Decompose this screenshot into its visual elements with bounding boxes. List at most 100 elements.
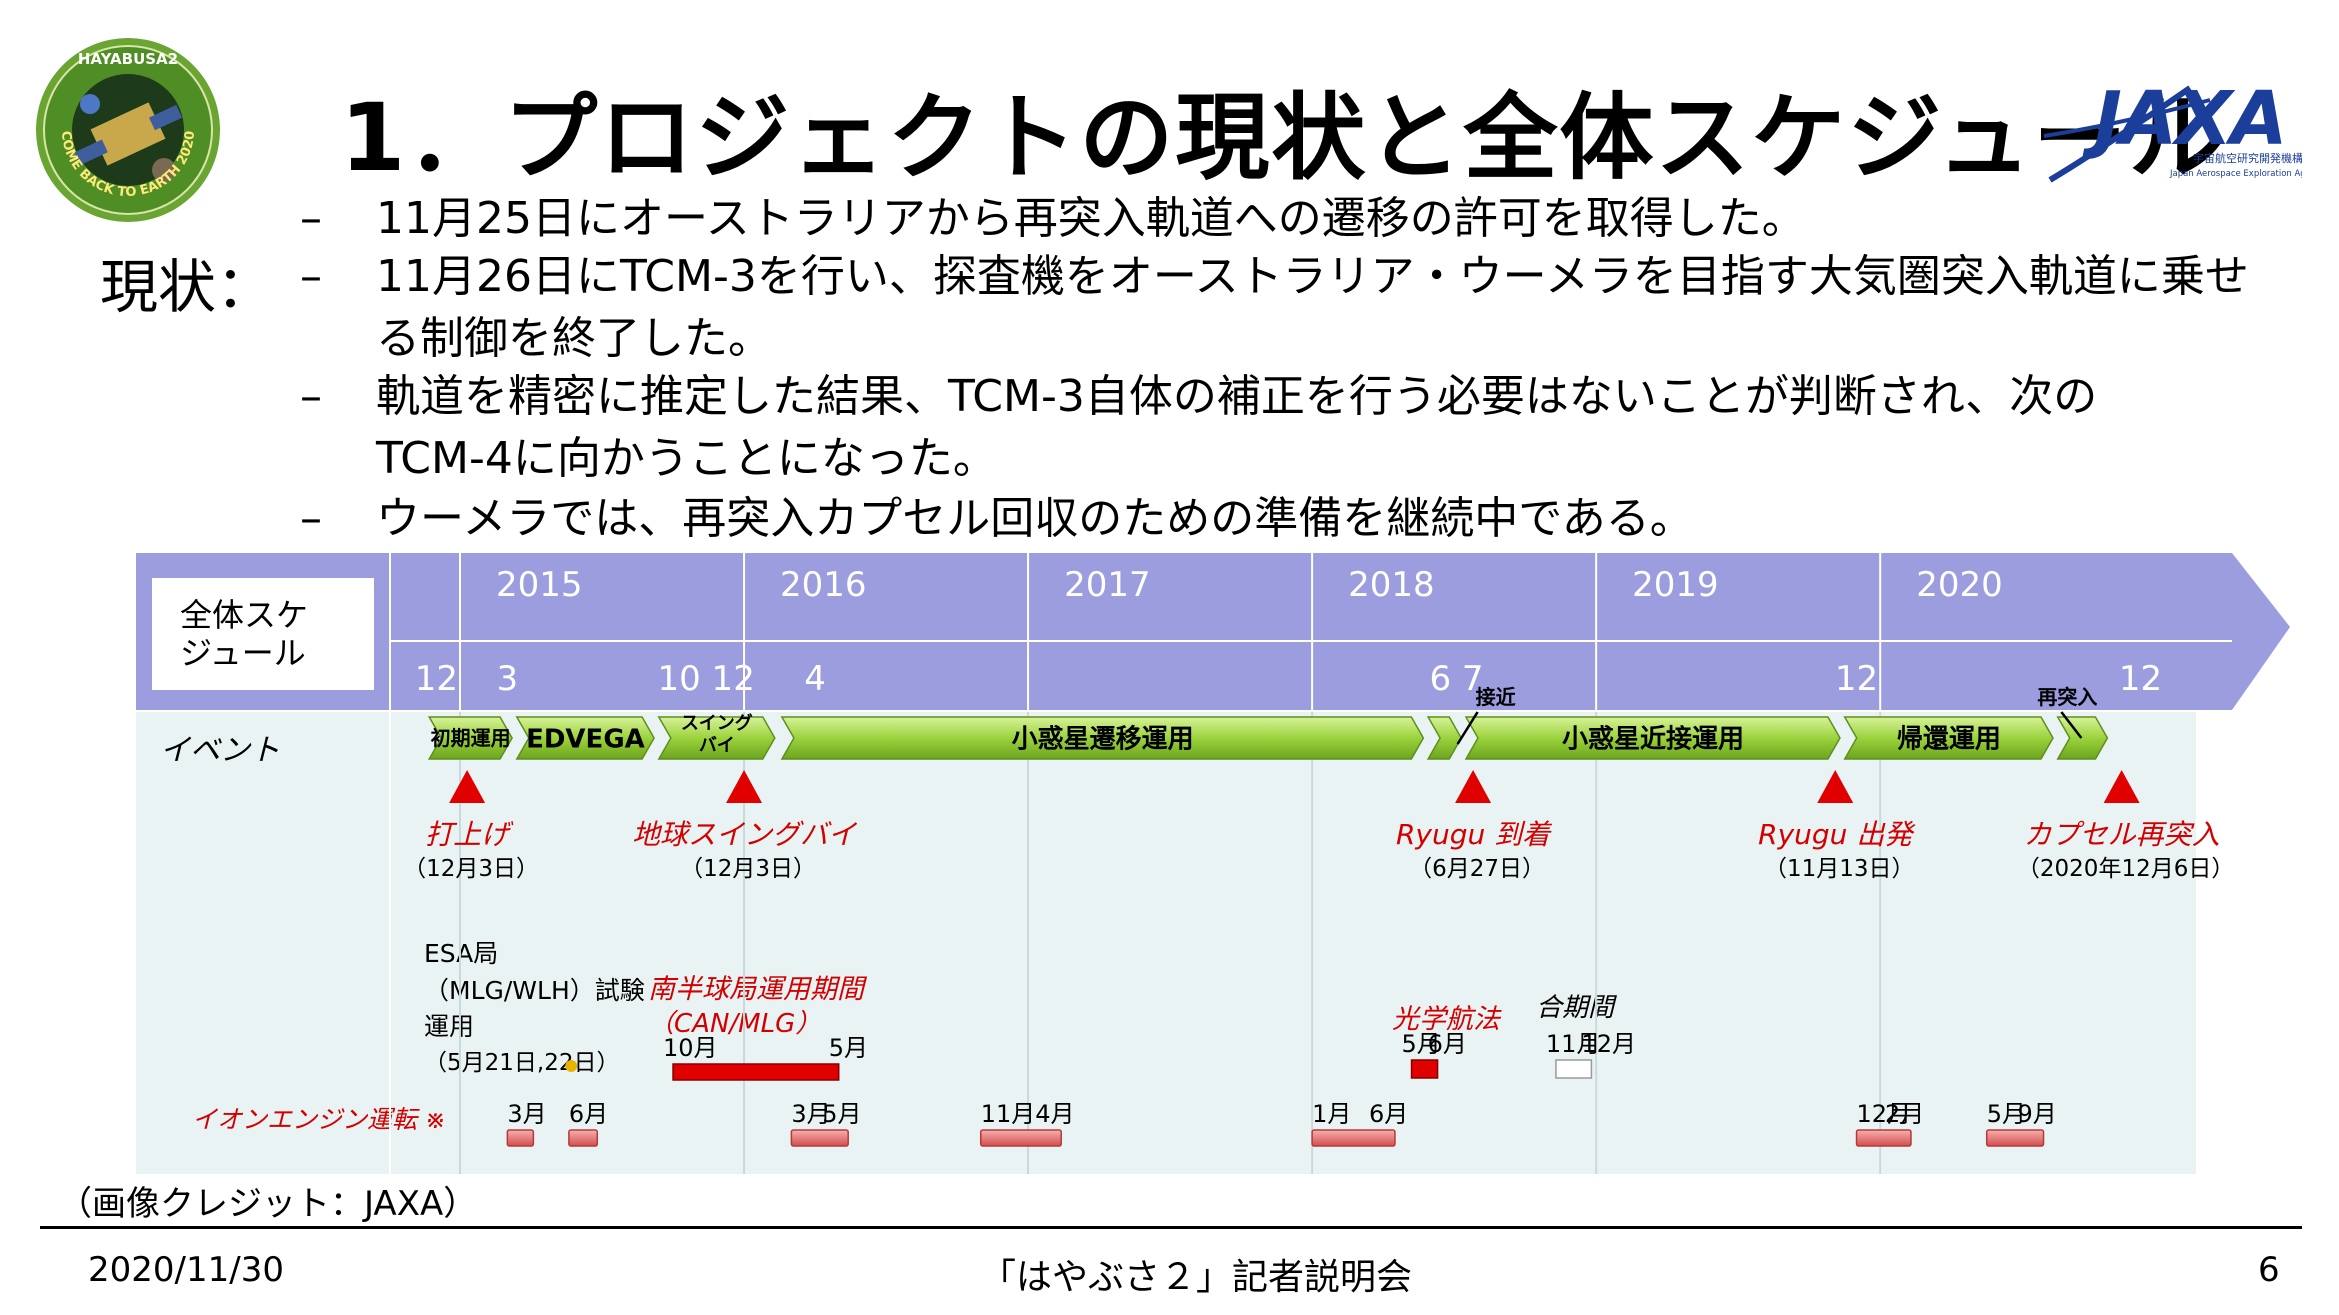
milestone-date: （6月27日） [1409,856,1545,882]
ion-bar-end-label: 2月 [1885,1100,1924,1128]
esa-line-1b: ESA局 [424,939,498,968]
footer-date: 2020/11/30 [88,1250,284,1290]
phase-label: バイ [699,735,735,756]
events-label: イベント [160,733,280,768]
month-tick-label: 12 [1835,659,1878,699]
milestone-triangle [726,770,763,803]
milestone-triangle [1817,770,1854,803]
optical-navigation-bar-end-label: 6月 [1428,1030,1467,1058]
year-label: 2016 [780,565,867,605]
south-hemisphere-period-bar-start-label: 10月 [663,1034,718,1062]
ion-bar-start-label: 6月 [569,1100,608,1128]
ion-engine-bar [568,1129,599,1147]
milestone-date: （2020年12月6日） [2017,856,2234,882]
milestone-name: Ryugu 到着 [1396,818,1552,851]
phase-bar [1464,716,1841,760]
ion-engine-bar [1985,1129,2045,1147]
year-label: 2018 [1348,565,1435,605]
milestone-name: カプセル再突入 [2024,818,2220,851]
jaxa-logo: JAXA 宇宙航空研究開発機構 Japan Aerospace Explorat… [2043,76,2302,183]
month-tick-label: 6 7 [1429,659,1483,699]
milestone-name: 地球スイングバイ [632,818,858,851]
phase-label: EDVEGA [526,724,645,754]
ion-bar-start-label: 1月 [1312,1100,1351,1128]
south-title-2: （CAN/MLG） [648,1009,821,1039]
footer-event-title: 「はやぶさ２」記者説明会 [980,1257,1413,1298]
conjunction-period-bar-start-label: 11月 [1546,1030,1601,1058]
phase-label: スイング [681,712,753,734]
image-credit: （画像クレジット：JAXA） [58,1184,478,1224]
south-hemisphere-period-bar [672,1063,840,1081]
jaxa-wordmark: JAXA [2081,76,2285,162]
conjunction-period-bar-end-label: 12月 [1581,1030,1636,1058]
phase-bar [780,716,1425,760]
phase-label: 初期運用 [431,726,511,750]
bullet-text: ウーメラでは、再突入カプセル回収のための準備を継続中である。 [376,493,1694,544]
month-tick-label: 3 [497,659,519,699]
bullet-dash: – [300,493,322,544]
phase-bar [2056,716,2109,760]
status-label: 現状： [100,253,275,321]
ion-bar-end-label: 5月 [822,1100,861,1128]
phase-label: 小惑星近接運用 [1562,724,1744,754]
phase-label: 帰還運用 [1897,724,2001,754]
bullet-dash: – [300,371,322,422]
year-label: 2019 [1632,565,1719,605]
phase-bar [1843,716,2054,760]
page-title: 1．プロジェクトの現状と全体スケジュール [340,84,2225,193]
schedule-label-line1: 全体スケ [180,596,308,634]
month-tick-label: 10 12 [657,659,754,699]
milestone-triangle [1455,770,1492,803]
bullet-dash: – [300,251,322,302]
ion-engine-label: イオンエンジン運転 ※ [192,1105,446,1134]
bullet-dash: – [300,193,322,244]
bullet-text: 軌道を精密に推定した結果、TCM-3自体の補正を行う必要はないことが判断され、次… [376,371,2098,422]
phase-note: 再突入 [2037,685,2097,709]
esa-line-4: （5月21日,22日） [424,1050,619,1076]
bullet-text: 11月25日にオーストラリアから再突入軌道への遷移の許可を取得した。 [376,193,1806,244]
ion-engine-bar [506,1129,535,1147]
schedule-label-box [152,578,374,690]
phase-bar [427,716,513,760]
south-title-1: 南半球局運用期間 [648,974,868,1005]
ion-engine-bar [1855,1129,1912,1147]
jaxa-subtitle-jp: 宇宙航空研究開発機構 [2193,151,2302,165]
year-label: 2017 [1064,565,1151,605]
page-number: 6 [2258,1250,2280,1290]
phase-bar [1426,716,1463,760]
footer-divider [40,1226,2302,1229]
ion-bar-start-label: 3月 [791,1100,830,1128]
mission-logo-top-text: HAYABUSA2 [78,50,178,68]
esa-line-3: 運用 [424,1012,474,1041]
year-label: 2015 [496,565,583,605]
month-tick-label: 12 [2119,659,2162,699]
bullet-text-cont: TCM-4に向かうことになった。 [376,433,997,484]
optical-title: 光学航法 [1392,1004,1502,1035]
milestone-name: Ryugu 出発 [1758,818,1916,851]
schedule-body [136,712,2196,1174]
milestone-date: （12月3日） [403,856,539,882]
optical-navigation-bar-start-label: 5月 [1402,1030,1441,1058]
milestone-triangle [2103,770,2140,803]
bullet-text: 11月26日にTCM-3を行い、探査機をオーストラリア・ウーメラを目指す大気圏突… [376,251,2249,302]
ion-engine-bar [1311,1129,1396,1147]
esa-test-dot [565,1060,578,1072]
milestone-triangle [449,770,486,803]
ion-bar-end-label: 4月 [1035,1100,1074,1128]
milestone-date: （12月3日） [680,856,816,882]
ion-bar-start-label: 11月 [981,1100,1036,1128]
schedule-label-line2: ジュール [180,634,306,672]
ion-bar-start-label: 3月 [507,1100,546,1128]
ion-bar-end-label: 9月 [2018,1100,2057,1128]
optical-navigation-bar [1410,1059,1439,1079]
ion-engine-bar [979,1129,1062,1147]
phase-label: 小惑星遷移運用 [1012,724,1194,754]
milestone-name: 打上げ [425,818,514,851]
ion-bar-start-label: 5月 [1987,1100,2026,1128]
month-tick-label: 12 [415,659,458,699]
ion-bar-end-label: 6月 [1369,1100,1408,1128]
year-label: 2020 [1916,565,2003,605]
phase-bar [515,716,655,760]
conjunction-title: 合期間 [1536,993,1617,1023]
